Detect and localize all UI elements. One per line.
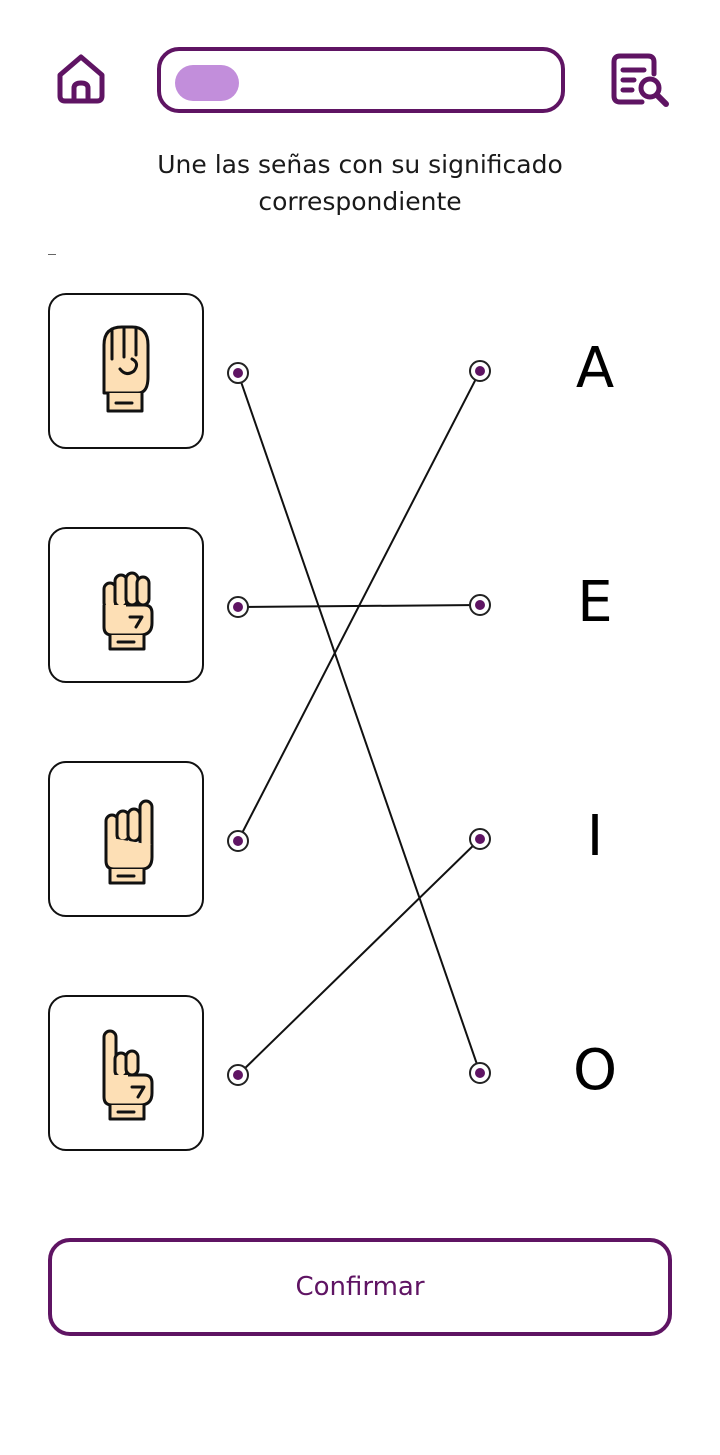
sign-3-connector[interactable] [227, 830, 249, 852]
sign-2-connector[interactable] [227, 596, 249, 618]
letter-o[interactable]: O [572, 1038, 618, 1103]
sign-card-3[interactable] [48, 761, 204, 917]
review-button[interactable] [608, 50, 672, 110]
connection-line-2 [237, 604, 481, 608]
letter-i[interactable]: I [586, 804, 604, 869]
confirm-button[interactable]: Confirmar [48, 1238, 672, 1336]
sign-card-4[interactable] [48, 995, 204, 1151]
letter-i-connector[interactable] [469, 828, 491, 850]
connection-line-3 [237, 370, 481, 842]
progress-fill [175, 65, 239, 101]
home-button[interactable] [50, 48, 112, 110]
letter-a[interactable]: A [575, 336, 615, 401]
letter-e[interactable]: E [577, 570, 613, 635]
divider [48, 254, 56, 255]
progress-bar [157, 47, 565, 113]
sign-4-connector[interactable] [227, 1064, 249, 1086]
letter-a-connector[interactable] [469, 360, 491, 382]
home-icon [57, 54, 105, 104]
hand-sign-i-icon [102, 1029, 154, 1121]
sign-card-1[interactable] [48, 293, 204, 449]
letter-o-connector[interactable] [469, 1062, 491, 1084]
hand-sign-e-icon [104, 799, 154, 885]
sign-card-2[interactable] [48, 527, 204, 683]
connection-line-1 [237, 372, 481, 1074]
hand-sign-a-icon [102, 571, 154, 651]
instruction-text: Une las señas con su significado corresp… [157, 150, 563, 216]
sign-1-connector[interactable] [227, 362, 249, 384]
document-search-icon [611, 53, 669, 107]
hand-sign-o-icon [102, 325, 150, 413]
connection-line-4 [237, 838, 481, 1076]
letter-e-connector[interactable] [469, 594, 491, 616]
